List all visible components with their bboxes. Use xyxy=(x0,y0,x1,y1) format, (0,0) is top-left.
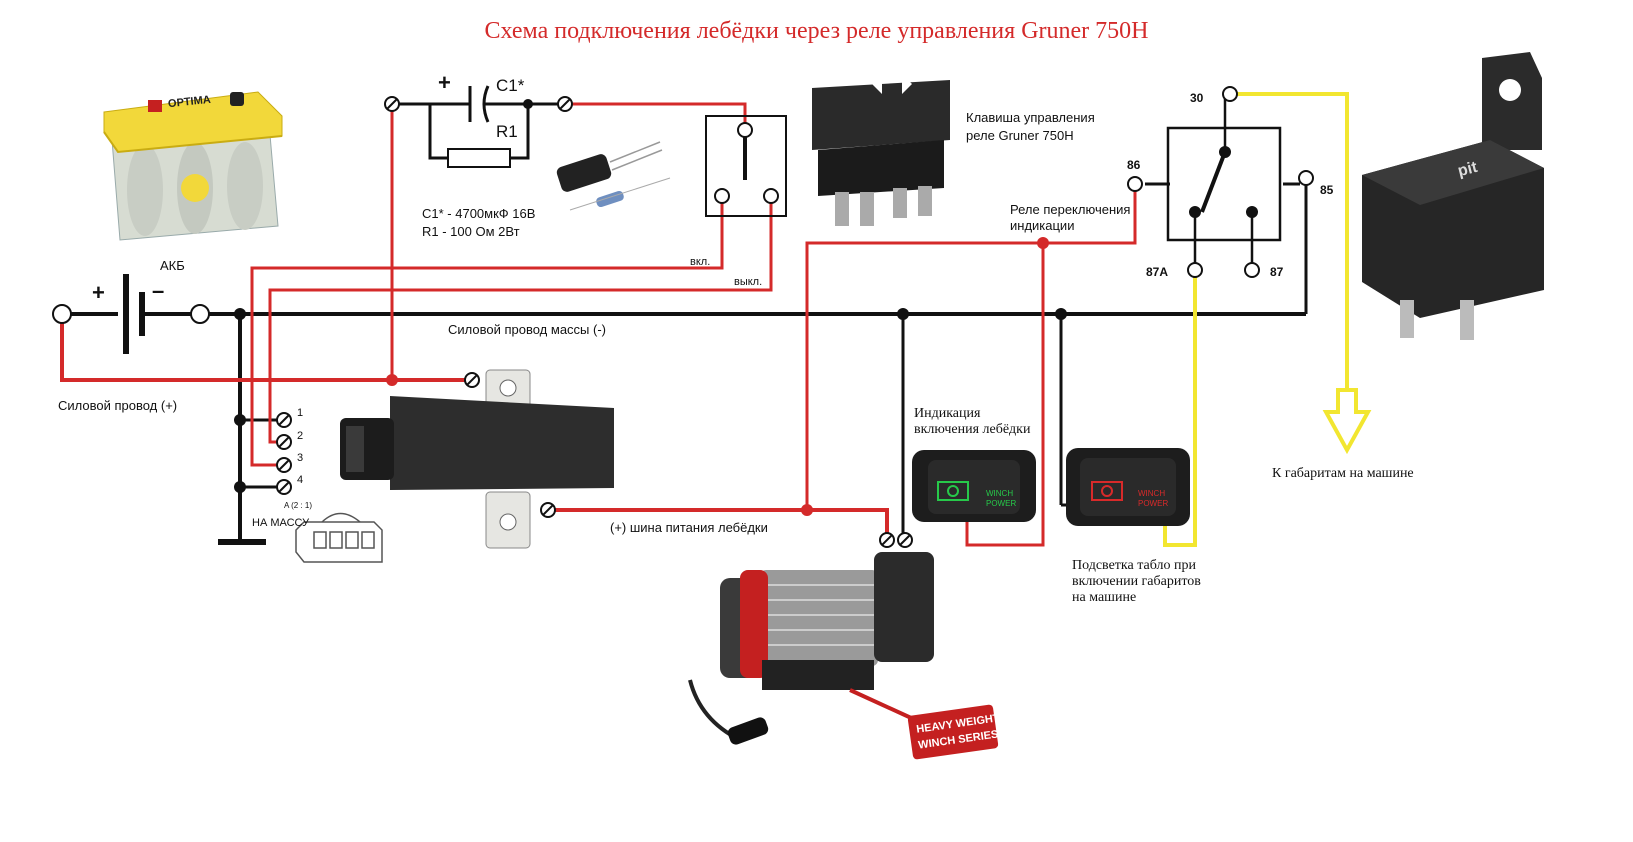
relay-pin-30: 30 xyxy=(1190,91,1204,105)
resistor-label: R1 xyxy=(496,122,518,141)
relay-pin-85: 85 xyxy=(1320,183,1334,197)
relay-pin-86: 86 xyxy=(1127,158,1141,172)
power-wires xyxy=(60,102,1137,547)
switch-on-label: вкл. xyxy=(690,256,711,268)
winch-panel-text-1: WINCH xyxy=(986,489,1014,498)
lights-indicator-label-1: Подсветка табло при xyxy=(1072,558,1196,573)
page-title: Схема подключения лебёдки через реле упр… xyxy=(484,18,1149,44)
ground-wire-label: Силовой провод массы (-) xyxy=(448,322,606,337)
terminal-dots xyxy=(386,99,1049,516)
relay-pin-87: 87 xyxy=(1270,265,1284,279)
relay-pin-87a: 87A xyxy=(1146,265,1169,279)
relay-terminals xyxy=(1127,86,1314,278)
connector-diagram xyxy=(295,512,383,563)
winch-panel-text-2: POWER xyxy=(986,499,1017,508)
controller-block xyxy=(340,369,614,549)
rocker-label-1: Клавиша управления xyxy=(966,110,1095,125)
lights-indicator-panel xyxy=(1066,448,1190,526)
relay-contacts xyxy=(1189,146,1258,218)
battery-plus-sign: + xyxy=(92,280,105,305)
rocker-switch-icon xyxy=(812,74,950,226)
power-wire-label: Силовой провод (+) xyxy=(58,398,178,413)
lights-target-label: К габаритам на машине xyxy=(1272,466,1414,481)
winch-indicator-label-1: Индикация xyxy=(914,406,981,421)
ground-target-label: НА МАССУ xyxy=(252,517,310,529)
connector-label: A (2 : 1) xyxy=(284,501,313,510)
screw-terminals xyxy=(276,96,913,548)
ground-dots xyxy=(234,308,1067,493)
switch-off-label: выкл. xyxy=(734,276,763,288)
pin-1-label: 1 xyxy=(297,407,304,419)
relay-schematic xyxy=(1166,98,1282,266)
arrow-down-icon xyxy=(1322,388,1372,455)
capacitor-photo-icon xyxy=(556,141,671,211)
capacitor-spec: C1* - 4700мкФ 16В xyxy=(422,206,536,221)
resistor-spec: R1 - 100 Ом 2Вт xyxy=(422,224,520,239)
relay-label-2: индикации xyxy=(1010,218,1075,233)
capacitor-circuit xyxy=(392,85,565,168)
winch-indicator-panel xyxy=(912,450,1036,522)
relay-photo-icon xyxy=(1362,52,1544,340)
winch-bus-label: (+) шина питания лебёдки xyxy=(610,520,768,535)
rocker-label-2: реле Gruner 750H xyxy=(966,128,1074,143)
lights-panel-text-1: WINCH xyxy=(1138,489,1166,498)
battery-icon xyxy=(103,91,283,241)
battery-symbol xyxy=(52,274,210,354)
lights-indicator-label-2: включении габаритов xyxy=(1072,574,1201,589)
ground-wires xyxy=(62,182,1308,545)
winch-icon xyxy=(688,552,934,745)
capacitor-plus-sign: + xyxy=(438,70,451,95)
winch-indicator-label-2: включения лебёдки xyxy=(914,422,1031,437)
battery-minus-sign: – xyxy=(152,278,165,303)
lights-wires xyxy=(1163,92,1349,547)
pin-3-label: 3 xyxy=(297,452,304,464)
lights-panel-text-2: POWER xyxy=(1138,499,1169,508)
battery-label: АКБ xyxy=(160,258,185,273)
relay-label-1: Реле переключения xyxy=(1010,202,1131,217)
pin-4-label: 4 xyxy=(297,474,304,486)
winch-badge xyxy=(907,704,999,760)
pin-2-label: 2 xyxy=(297,430,304,442)
switch-schematic xyxy=(705,115,787,217)
lights-indicator-label-3: на машине xyxy=(1072,590,1137,605)
capacitor-label: C1* xyxy=(496,76,525,95)
